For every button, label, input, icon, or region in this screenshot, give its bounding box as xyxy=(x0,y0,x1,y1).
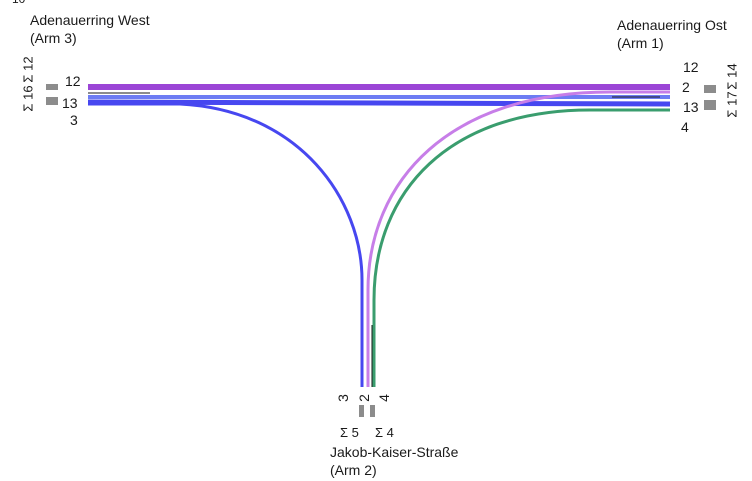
south-count-4: 4 xyxy=(376,394,392,402)
east-arm-name: Adenauerring Ost xyxy=(617,17,727,33)
east-marker-lower xyxy=(704,100,716,110)
west-count-13: 13 xyxy=(62,95,78,111)
west-count-3: 3 xyxy=(70,112,78,128)
south-count-2: 2 xyxy=(356,394,372,402)
flow-south-to-east xyxy=(372,108,670,387)
south-count-3: 3 xyxy=(335,394,351,402)
south-sum-left: Σ 5 xyxy=(340,425,359,440)
west-east-blue-band xyxy=(87,99,671,107)
flow-east-to-south xyxy=(366,90,670,387)
west-sum-lower: Σ 16 xyxy=(20,85,36,112)
east-sum-lower: Σ 17 xyxy=(724,91,740,118)
west-arm-name: Adenauerring West xyxy=(30,12,150,28)
south-arm-number: (Arm 2) xyxy=(330,462,377,478)
south-marker-left xyxy=(359,405,364,417)
top-fragment: 10 xyxy=(12,0,25,8)
south-sum-right: Σ 4 xyxy=(375,425,394,440)
flow-west-to-south xyxy=(88,102,364,387)
east-count-2: 2 xyxy=(682,79,690,95)
south-marker-right xyxy=(370,405,375,417)
west-arm-number: (Arm 3) xyxy=(30,30,77,46)
south-arm-name: Jakob-Kaiser-Straße xyxy=(330,444,459,460)
east-arm-number: (Arm 1) xyxy=(617,35,664,51)
east-count-13: 13 xyxy=(683,99,699,115)
west-count-12: 12 xyxy=(65,73,81,89)
east-count-12: 12 xyxy=(683,59,699,75)
east-marker-upper xyxy=(704,85,716,93)
west-marker-upper xyxy=(46,84,58,90)
west-marker-lower xyxy=(46,97,58,105)
east-count-4: 4 xyxy=(681,119,689,135)
